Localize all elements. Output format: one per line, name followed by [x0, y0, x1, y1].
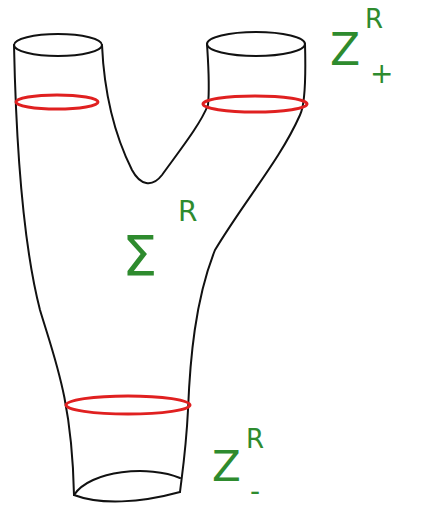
superscript: R — [246, 426, 264, 452]
boundary-symbol: Z — [330, 28, 360, 72]
surface-outline — [14, 45, 74, 495]
subscript: - — [250, 478, 260, 506]
boundary-circle — [207, 32, 305, 56]
surface-symbol: Σ — [122, 228, 157, 284]
surface-outline — [102, 44, 209, 183]
boundary-symbol: Z — [212, 446, 241, 488]
red-collar — [16, 95, 98, 109]
red-collar — [66, 396, 190, 414]
red-collar — [203, 96, 307, 112]
boundary-circle — [74, 492, 180, 501]
superscript: R — [178, 198, 197, 226]
boundary-circle — [74, 471, 180, 495]
subscript: + — [370, 60, 393, 88]
boundary-circle — [14, 34, 102, 56]
superscript: R — [365, 6, 383, 32]
